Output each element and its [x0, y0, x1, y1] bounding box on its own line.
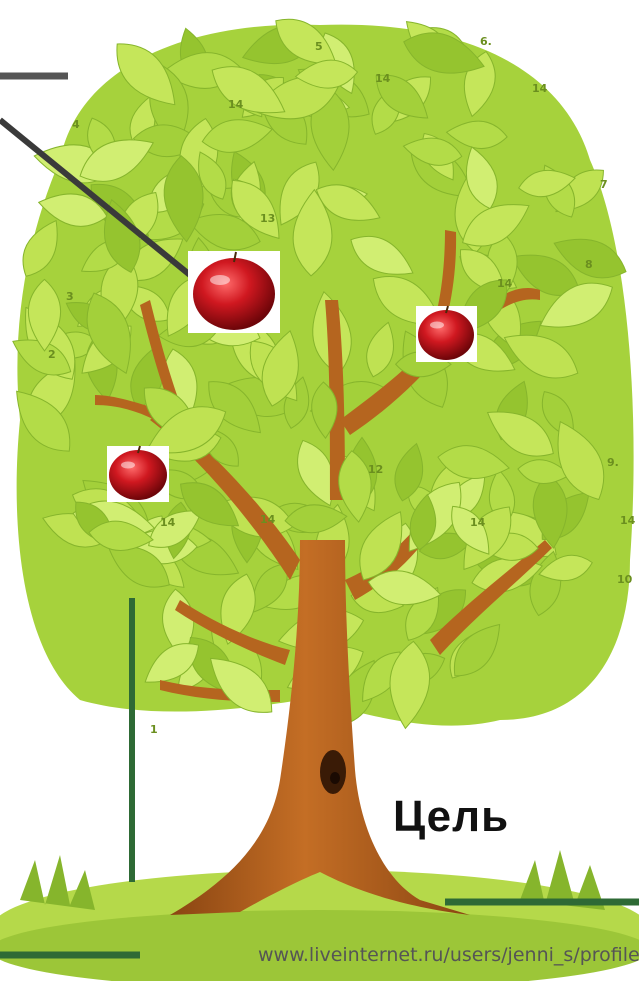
- leaf-number: 2: [48, 348, 56, 361]
- apple-icon: [188, 251, 280, 333]
- leaf-number: 14: [532, 82, 548, 95]
- goal-label: Цель: [393, 792, 509, 842]
- leaf-number: 12: [368, 463, 383, 476]
- leaf-number: 9.: [607, 456, 619, 469]
- leaf-number: 14: [260, 513, 276, 526]
- leaf-number: 14: [497, 277, 513, 290]
- leaf-number: 4: [72, 118, 80, 131]
- leaf-number: 10: [617, 573, 633, 586]
- leaf-number: 3: [66, 290, 74, 303]
- leaf-number: 14: [375, 72, 391, 85]
- leaf-number: 14: [470, 516, 486, 529]
- watermark-url: www.liveinternet.ru/users/jenni_s/profil…: [258, 944, 639, 966]
- leaf-number: 7: [600, 178, 608, 191]
- leaf-number: 14: [620, 514, 636, 527]
- leaf-number: 6.: [480, 35, 492, 48]
- leaf-number: 5: [315, 40, 323, 53]
- leaf-number: 8: [585, 258, 593, 271]
- apple-icon: [416, 306, 477, 362]
- apple-icon: [107, 446, 169, 502]
- leaf-number: 1: [150, 723, 158, 736]
- leaf-number: 13: [260, 212, 275, 225]
- leaf-number: 14: [228, 98, 244, 111]
- leaf-number: 14: [160, 516, 176, 529]
